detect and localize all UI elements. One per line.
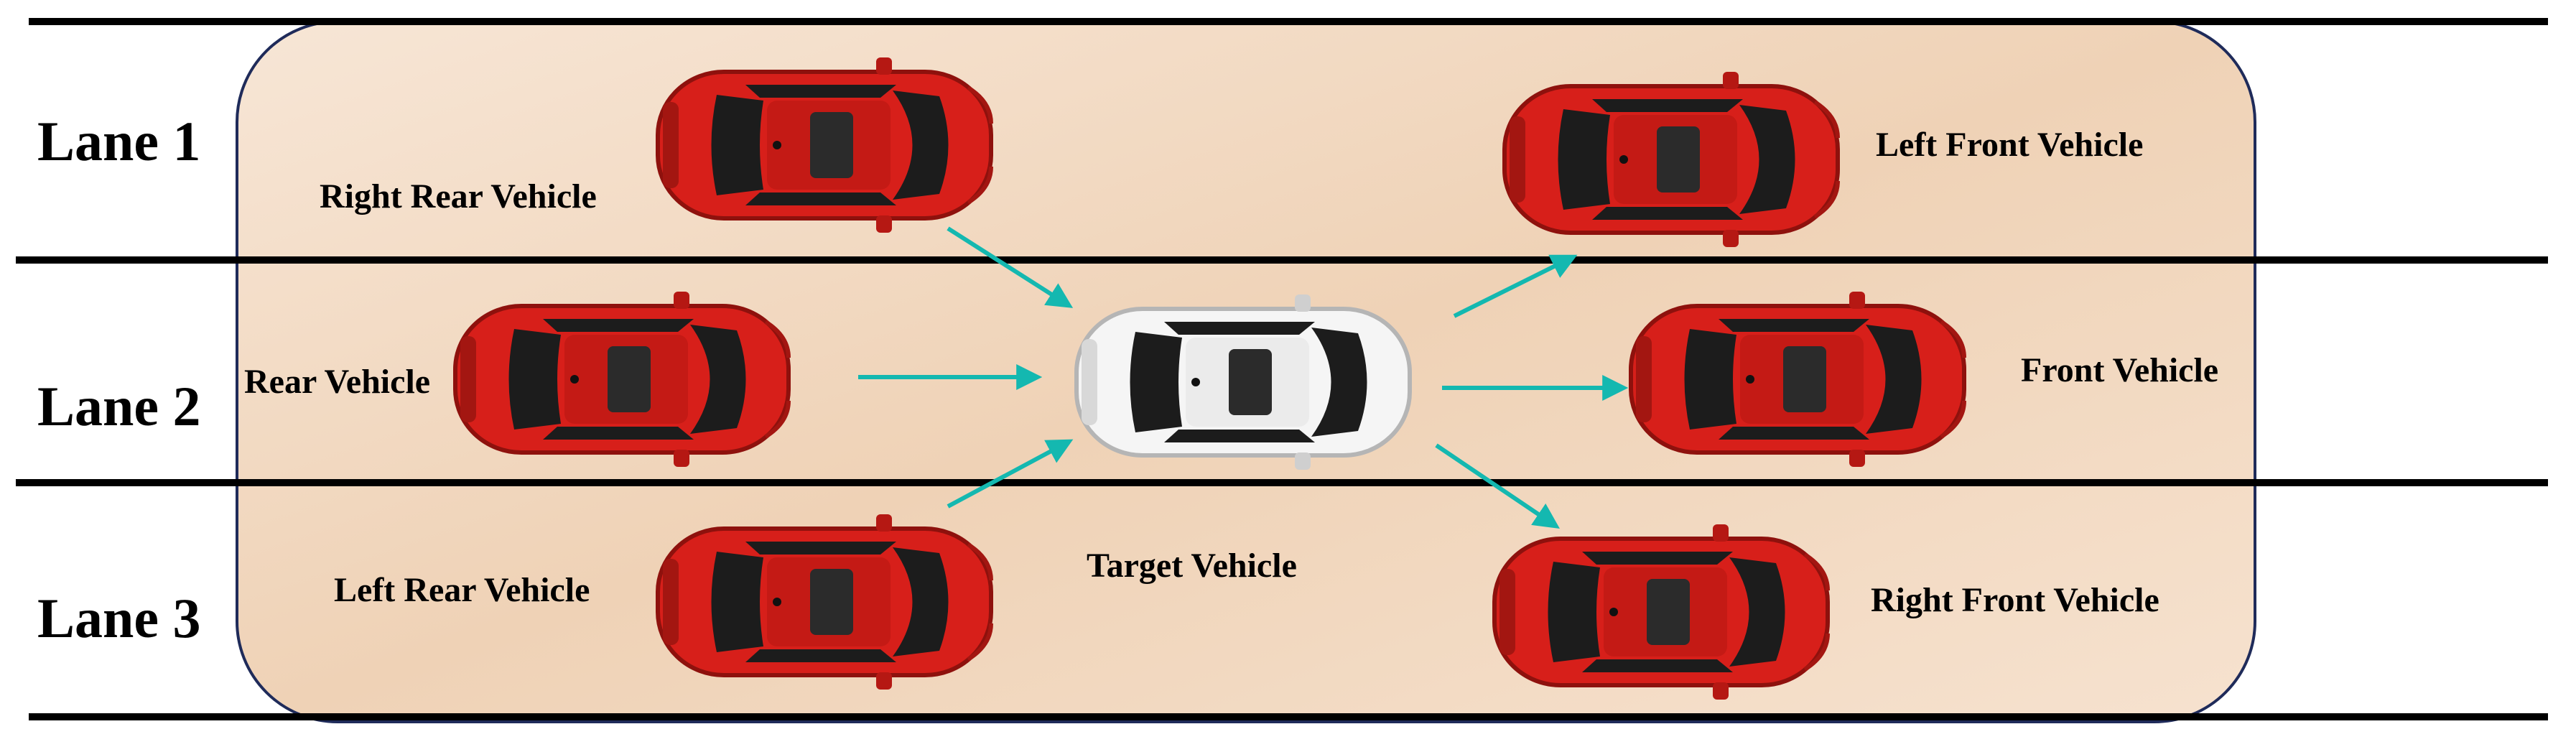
right-rear-vehicle-car [658,57,991,233]
lane-3-label: Lane 3 [37,587,201,649]
arrow-left-rear-to-target [947,439,1074,509]
interaction-arrows [858,226,1629,529]
lane-2-label: Lane 2 [37,375,201,437]
arrow-target-to-left-front [1453,254,1578,318]
arrow-right-rear-to-target [947,226,1074,308]
target-vehicle-label: Target Vehicle [1087,547,1297,585]
rear-vehicle-car [455,292,789,467]
left-front-vehicle-car [1505,72,1838,247]
front-vehicle-label: Front Vehicle [2021,351,2219,389]
front-vehicle-car [1631,292,1964,467]
right-front-vehicle-car [1494,524,1828,700]
left-rear-vehicle-car [658,514,991,690]
left-rear-vehicle-label: Left Rear Vehicle [334,571,590,609]
arrow-target-to-right-front [1435,443,1560,529]
lane-1-label: Lane 1 [37,110,201,172]
rear-vehicle-label: Rear Vehicle [244,363,431,401]
right-front-vehicle-label: Right Front Vehicle [1871,581,2159,619]
left-front-vehicle-label: Left Front Vehicle [1876,126,2144,164]
right-rear-vehicle-label: Right Rear Vehicle [320,177,597,215]
target-vehicle-car [1077,294,1410,470]
